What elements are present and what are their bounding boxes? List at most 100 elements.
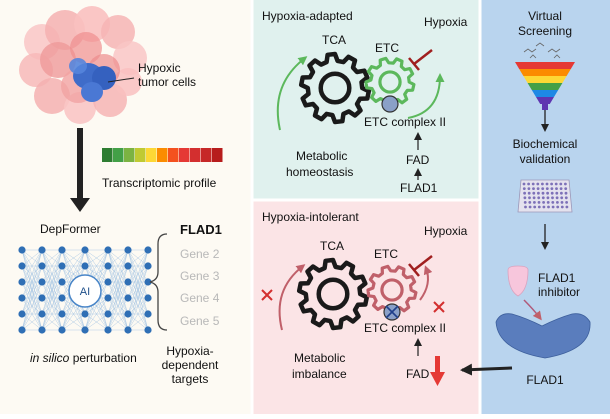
neural-network xyxy=(18,246,152,334)
tumor-cell-cluster xyxy=(19,6,147,124)
nn-node xyxy=(38,310,46,318)
adapted-tca-label: TCA xyxy=(322,33,346,47)
adapted-etc-complex-label: ETC complex II xyxy=(364,115,446,129)
adapted-fad-label: FAD xyxy=(406,153,430,167)
adapted-etc-label: ETC xyxy=(375,41,399,55)
perturbation-label: in silico perturbation xyxy=(30,351,137,365)
nn-node xyxy=(81,262,89,270)
nn-node xyxy=(124,278,132,286)
plate-well xyxy=(560,196,564,200)
plate-well xyxy=(546,191,549,195)
inhibitor-line1: FLAD1 xyxy=(538,271,576,285)
adapted-hypoxia-label: Hypoxia xyxy=(424,15,468,29)
plate-well xyxy=(537,196,541,200)
hypoxia-inhibit-line-adapted xyxy=(413,49,433,65)
plate-well xyxy=(564,191,568,195)
nn-node xyxy=(18,278,26,286)
plate-well xyxy=(527,182,530,186)
gene-4: Gene 4 xyxy=(180,291,220,305)
adapted-status-line2: homeostasis xyxy=(286,165,353,179)
heat-cell xyxy=(102,148,113,162)
nn-node xyxy=(144,278,152,286)
nn-node xyxy=(58,262,66,270)
nn-node xyxy=(104,262,112,270)
nn-node xyxy=(18,310,26,318)
heat-cell xyxy=(124,148,135,162)
plate-well xyxy=(532,187,535,191)
heat-cell xyxy=(113,148,124,162)
ai-node xyxy=(68,274,102,308)
nn-node xyxy=(144,262,152,270)
plate-well xyxy=(559,182,563,186)
plate-well xyxy=(528,196,531,200)
well-plate xyxy=(517,179,573,213)
heat-cell xyxy=(201,148,212,162)
plate-well xyxy=(545,182,549,186)
plate-well xyxy=(536,182,540,186)
hypoxia-inhibit-line-intolerant xyxy=(413,255,433,271)
tca-gear-adapted xyxy=(298,51,372,125)
nn-node xyxy=(124,326,132,334)
nn-node xyxy=(144,246,152,254)
targets-label-line1: Hypoxia- xyxy=(166,344,213,358)
blocked-x-right xyxy=(433,301,445,313)
plate-well xyxy=(555,191,559,195)
intolerant-tca-label: TCA xyxy=(320,239,344,253)
nn-node xyxy=(144,294,152,302)
nn-node xyxy=(124,294,132,302)
inhibitor-molecule-shape xyxy=(507,265,529,297)
heat-cell xyxy=(146,148,157,162)
nn-node xyxy=(81,246,89,254)
biochemical-line2: validation xyxy=(520,152,571,166)
plate-well xyxy=(555,196,559,200)
nn-node xyxy=(58,310,66,318)
plate-well xyxy=(564,182,567,186)
plate-well xyxy=(546,201,550,204)
plate-well xyxy=(560,191,563,195)
plate-well xyxy=(523,201,527,204)
gene-3: Gene 3 xyxy=(180,269,220,283)
plate-well xyxy=(533,201,536,204)
virtual-screening-line2: Screening xyxy=(518,24,572,38)
down-arrow-head xyxy=(70,198,90,212)
plate-well xyxy=(565,201,568,204)
intolerant-title: Hypoxia-intolerant xyxy=(262,210,359,224)
plate-well xyxy=(560,201,564,204)
plate-well xyxy=(537,191,540,195)
inhibitor-to-fad-arrow xyxy=(460,363,513,376)
plate-well xyxy=(537,201,541,204)
plate-well xyxy=(550,187,554,191)
depformer-label: DepFormer xyxy=(40,222,101,236)
plate-well xyxy=(541,191,545,195)
nn-node xyxy=(18,246,26,254)
adapted-title: Hypoxia-adapted xyxy=(262,9,353,23)
plate-well xyxy=(564,196,568,200)
nn-node xyxy=(38,294,46,302)
nn-node xyxy=(38,246,46,254)
nn-node xyxy=(124,246,132,254)
heat-cell xyxy=(135,148,146,162)
plate-well xyxy=(524,205,527,209)
flad1-protein-shape xyxy=(495,313,591,359)
plate-well xyxy=(555,187,558,191)
plate-well xyxy=(531,182,535,186)
plate-well xyxy=(559,187,563,191)
ai-label: AI xyxy=(80,286,90,298)
plate-well xyxy=(542,205,546,209)
nn-node xyxy=(144,326,152,334)
inhibitor-line2: inhibitor xyxy=(538,285,580,299)
nn-node xyxy=(81,326,89,334)
tca-gear-intolerant xyxy=(296,257,370,331)
intolerant-hypoxia-label: Hypoxia xyxy=(424,224,468,238)
plate-well xyxy=(541,182,544,186)
nn-node xyxy=(18,262,26,270)
nn-node xyxy=(104,278,112,286)
hypoxic-pointer-line xyxy=(107,77,135,83)
molecule-sprinkles xyxy=(523,42,561,59)
rose-cycle-arrow-left xyxy=(278,264,306,331)
nn-node xyxy=(18,326,26,334)
targets-label-line2: dependent xyxy=(162,358,219,372)
hypoxic-label-line1: Hypoxic xyxy=(138,61,181,75)
intolerant-panel-bg xyxy=(252,200,480,414)
